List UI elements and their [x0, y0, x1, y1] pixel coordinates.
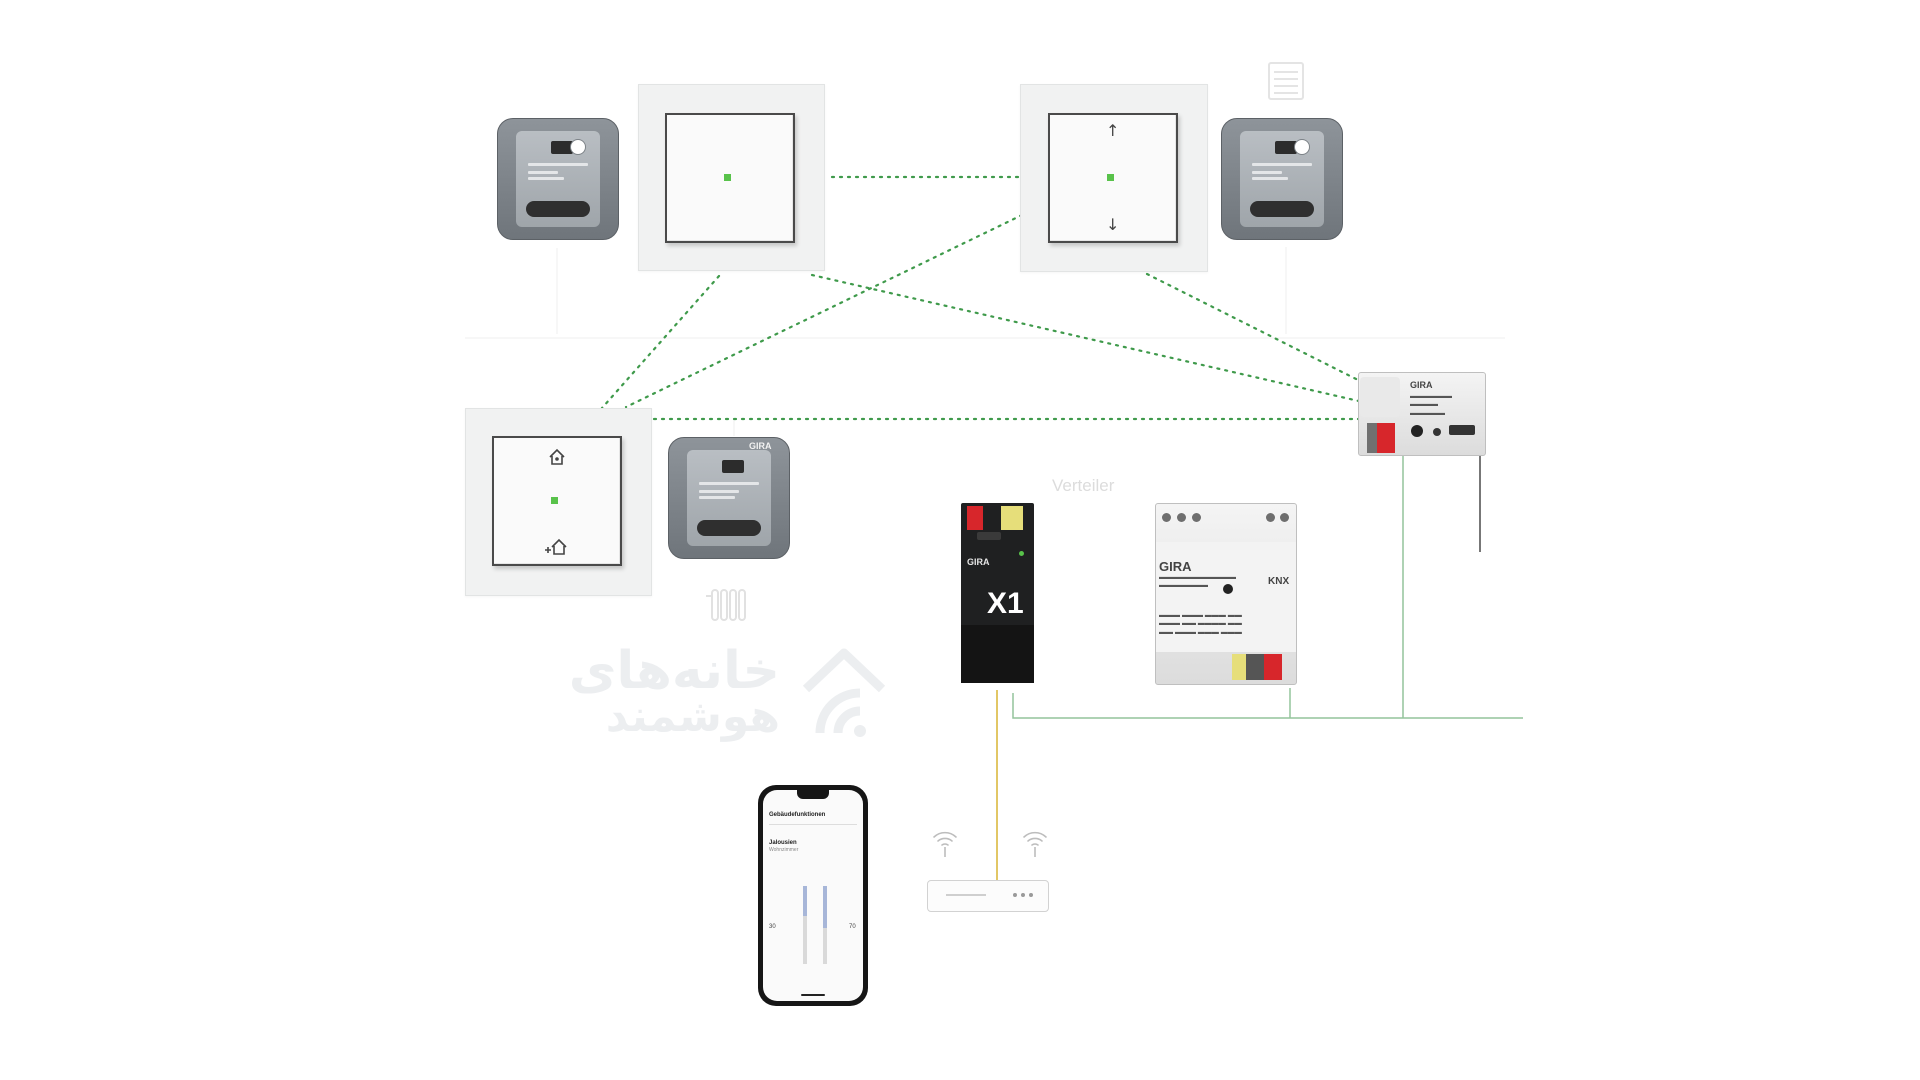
smartphone: Gebäudefunktionen Jalousien Wohnzimmer 3… [758, 785, 868, 1006]
phone-screen: Gebäudefunktionen Jalousien Wohnzimmer 3… [763, 790, 863, 1001]
device-name: X1 [987, 587, 1024, 620]
wall-switch-blinds: ↑ ↓ [1020, 84, 1208, 272]
brand-label: GIRA [1410, 380, 1433, 390]
distributor-label: Verteiler [1052, 476, 1115, 495]
knx-gateway-x1: GIRA X1 [961, 503, 1034, 683]
arrow-down-icon: ↓ [1106, 215, 1120, 234]
wifi-icon [1023, 831, 1047, 857]
status-led [724, 174, 731, 181]
brand-label: GIRA [1159, 559, 1192, 574]
watermark-logo-icon [802, 648, 886, 737]
knx-label: KNX [1268, 576, 1290, 587]
slider-fill [803, 886, 807, 916]
brand-label: GIRA [749, 441, 772, 451]
knx-bus-lines [1012, 454, 1523, 719]
switch-rocker[interactable]: ↑ ↓ [1048, 113, 1178, 243]
wall-switch-1 [638, 84, 825, 271]
home-icon [549, 448, 565, 465]
switch-rocker[interactable] [665, 113, 795, 243]
wall-switch-scene [465, 408, 652, 596]
radio-link [810, 273, 1365, 404]
slider-fill [823, 886, 827, 928]
radio-link [624, 213, 1024, 409]
radio-link [1145, 272, 1368, 386]
app-header: Gebäudefunktionen [769, 812, 826, 818]
bus-line [1012, 693, 1523, 719]
flush-mounted-insert-3: GIRA [668, 437, 790, 559]
watermark-line-1: خانه‌های [568, 641, 780, 701]
arrow-up-icon: ↑ [1106, 121, 1120, 140]
radio-link [600, 274, 721, 410]
brand-label: GIRA [967, 557, 990, 567]
knx-power-supply: GIRA ▬▬▬▬▬▬▬▬▬▬▬▬▬▬▬▬▬▬ KNX ▬▬▬ ▬▬▬ ▬▬▬ … [1155, 503, 1297, 685]
watermark-line-2: هوشمند [605, 691, 780, 742]
switch-rocker[interactable] [492, 436, 622, 566]
blind-icon [1268, 62, 1304, 100]
radiator-icon [706, 589, 746, 621]
home-leave-icon [545, 538, 567, 555]
slider-min: 30 [769, 924, 776, 930]
radio-links [600, 175, 1368, 421]
watermark: خانه‌های هوشمند [500, 645, 890, 745]
app-item-title[interactable]: Jalousien [769, 840, 797, 846]
wifi-icon [933, 831, 957, 857]
slider-track[interactable] [803, 886, 807, 964]
status-led [1107, 174, 1114, 181]
rf-tp-coupler: GIRA ▬▬▬▬▬▬▬▬▬▬▬▬▬▬▬ [1358, 372, 1486, 456]
status-led [551, 497, 558, 504]
slider-max: 70 [849, 924, 856, 930]
app-item-subtitle: Wohnzimmer [769, 847, 799, 853]
flush-mounted-insert-2 [1221, 118, 1343, 240]
wifi-router [927, 880, 1049, 912]
flush-mounted-insert-1 [497, 118, 619, 240]
